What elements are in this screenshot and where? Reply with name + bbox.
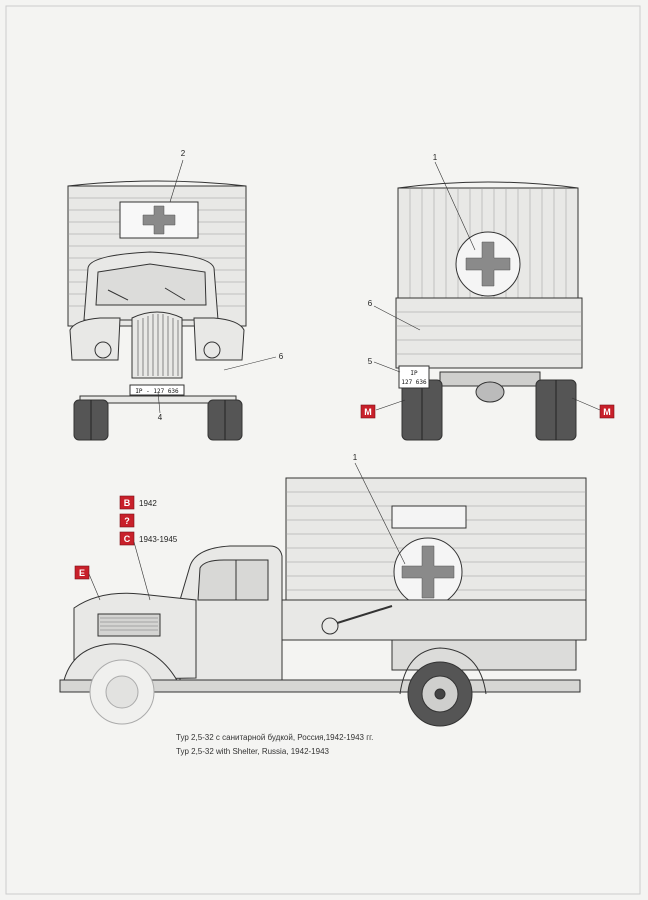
side-window-panel [391,505,467,529]
legend: B 1942 ? C 1943-1945 [119,495,178,546]
caption-english: Typ 2,5-32 with Shelter, Russia, 1942-19… [176,747,329,756]
front-plate [129,384,185,396]
front-grille [131,311,183,379]
legend-badge-b [119,495,135,510]
rear-tailgate [395,297,583,369]
callout-rear-plate-arrow: 6 [368,299,373,308]
callout-rear-plate: 5 [368,357,373,366]
side-view [59,477,587,727]
marker-m-left [360,404,376,419]
legend-badge-q-label: ? [124,516,130,526]
callout-front-top: 2 [181,149,186,158]
rear-plate-line2: 127 636 [401,379,427,386]
rear-plate [398,365,430,389]
marker-e-label: E [79,568,85,578]
side-cross-icon [401,545,455,599]
rear-plate-line1: IP [410,370,418,377]
front-cross-icon [142,205,176,235]
callout-side-top: 1 [353,453,358,462]
callout-rear-top: 1 [433,153,438,162]
caption-russian: Тур 2,5-32 с санитарной будкой, Россия,1… [176,733,374,742]
marker-e [74,565,90,580]
callout-front-side: 6 [279,352,284,361]
legend-text-b: 1942 [139,499,157,508]
marker-m-right-label: M [603,407,611,417]
front-left-headlamp [94,341,112,359]
legend-badge-c-label: C [124,534,131,544]
legend-badge-q [119,513,135,528]
rear-view [395,181,583,441]
rear-cross-icon [465,241,511,287]
marker-m-left-label: M [364,407,372,417]
front-right-headlamp [203,341,221,359]
legend-text-c: 1943-1945 [139,535,178,544]
front-view [67,180,247,441]
callout-front-bottom: 4 [158,413,163,422]
legend-badge-b-label: B [124,498,131,508]
marker-m-right [599,404,615,419]
front-plate-text: IP - 127 636 [135,388,179,395]
legend-badge-c [119,531,135,546]
